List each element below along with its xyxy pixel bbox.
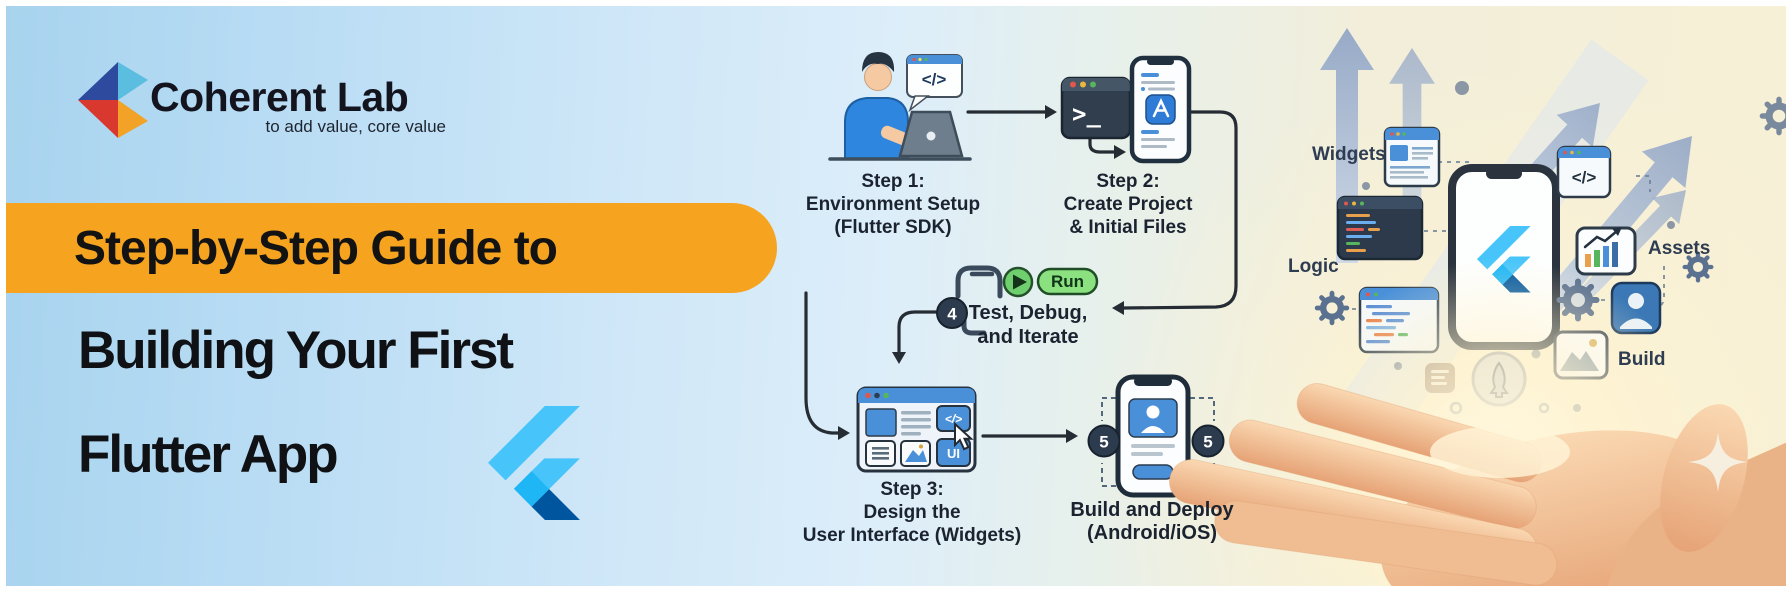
brand-tagline: to add value, core value	[265, 117, 446, 136]
step3-caption: Step 3: Design the User Interface (Widge…	[792, 478, 1032, 547]
gear-icon	[1762, 99, 1792, 132]
step5-desc2: (Android/iOS)	[1087, 522, 1217, 544]
code-window-icon: </>	[1556, 145, 1612, 199]
step1-desc2: (Flutter SDK)	[834, 217, 952, 238]
sparkle-icon	[1688, 432, 1748, 492]
step5-number-right: 5	[1203, 433, 1212, 452]
hand-illustration	[1169, 383, 1792, 592]
step1-caption: Step 1: Environment Setup (Flutter SDK)	[793, 170, 993, 239]
step2-desc1: Create Project	[1063, 194, 1193, 215]
run-button: Run	[1036, 267, 1099, 296]
flow-arrows	[804, 110, 1238, 438]
design-window-icon: </> UI	[856, 386, 977, 473]
list-thumbnail-icon	[865, 440, 896, 467]
headline-line1: Building Your First	[78, 321, 514, 380]
label-assets: Assets	[1648, 238, 1711, 259]
step2-title: Step 2:	[1096, 171, 1160, 192]
code-window-glyph: </>	[1572, 168, 1597, 187]
headline-badge: Step-by-Step Guide to	[0, 203, 777, 293]
code-button: </>	[936, 405, 971, 432]
test-loop-icon	[955, 265, 1003, 336]
brand-name: Coherent Lab	[150, 74, 409, 120]
run-label: Run	[1051, 272, 1084, 291]
step5-number-left: 5	[1099, 433, 1108, 452]
step4-number: 4	[947, 305, 957, 324]
step3-desc2: User Interface (Widgets)	[802, 525, 1022, 546]
gear-icon	[1317, 293, 1347, 323]
flutter-logo-icon	[488, 406, 580, 520]
ui-button-label: UI	[947, 446, 960, 461]
step3-desc1: Design the	[863, 502, 961, 523]
cursor-icon	[954, 421, 974, 451]
image-thumbnail-icon	[900, 440, 931, 467]
step5-badge-left: 5	[1087, 424, 1121, 458]
step5-desc1: Build and Deploy	[1070, 499, 1234, 521]
step4-caption: Test, Debug, and Iterate	[948, 301, 1108, 349]
headline-badge-text: Step-by-Step Guide to	[74, 221, 558, 275]
step1-desc1: Environment Setup	[805, 194, 981, 215]
step5-caption: Build and Deploy (Android/iOS)	[1032, 499, 1272, 545]
flow-arrowheads	[838, 105, 1126, 443]
step4-desc2: and Iterate	[977, 326, 1079, 348]
play-icon	[1002, 266, 1034, 298]
app-store-icon	[1145, 94, 1176, 125]
step2-desc2: & Initial Files	[1069, 217, 1187, 238]
dark-code-editor-icon	[1336, 195, 1424, 261]
code-bubble-icon: </>	[906, 54, 963, 113]
developer-illustration	[828, 52, 972, 161]
code-button-glyph: </>	[945, 412, 962, 426]
widgets-window-icon	[1383, 126, 1441, 188]
step4-desc1: Test, Debug,	[968, 302, 1088, 324]
label-widgets: Widgets	[1312, 144, 1386, 165]
step5-badge-right: 5	[1191, 424, 1225, 458]
deploy-phone-icon: 5 5	[1087, 374, 1225, 498]
terminal-prompt: >_	[1072, 100, 1101, 128]
step2-caption: Step 2: Create Project & Initial Files	[1028, 170, 1228, 239]
terminal-icon: >_	[1060, 76, 1132, 140]
step3-title: Step 3:	[880, 479, 944, 500]
step4-badge: 4	[936, 297, 968, 329]
headline-line2: Flutter App	[78, 425, 339, 484]
step1-title: Step 1:	[861, 171, 925, 192]
label-logic: Logic	[1288, 256, 1339, 277]
coherent-lab-logo-icon	[78, 62, 148, 138]
project-phone-icon	[1129, 55, 1192, 164]
chart-icon	[1575, 226, 1637, 276]
label-build: Build	[1618, 349, 1666, 370]
bubble-code-glyph: </>	[922, 70, 947, 89]
